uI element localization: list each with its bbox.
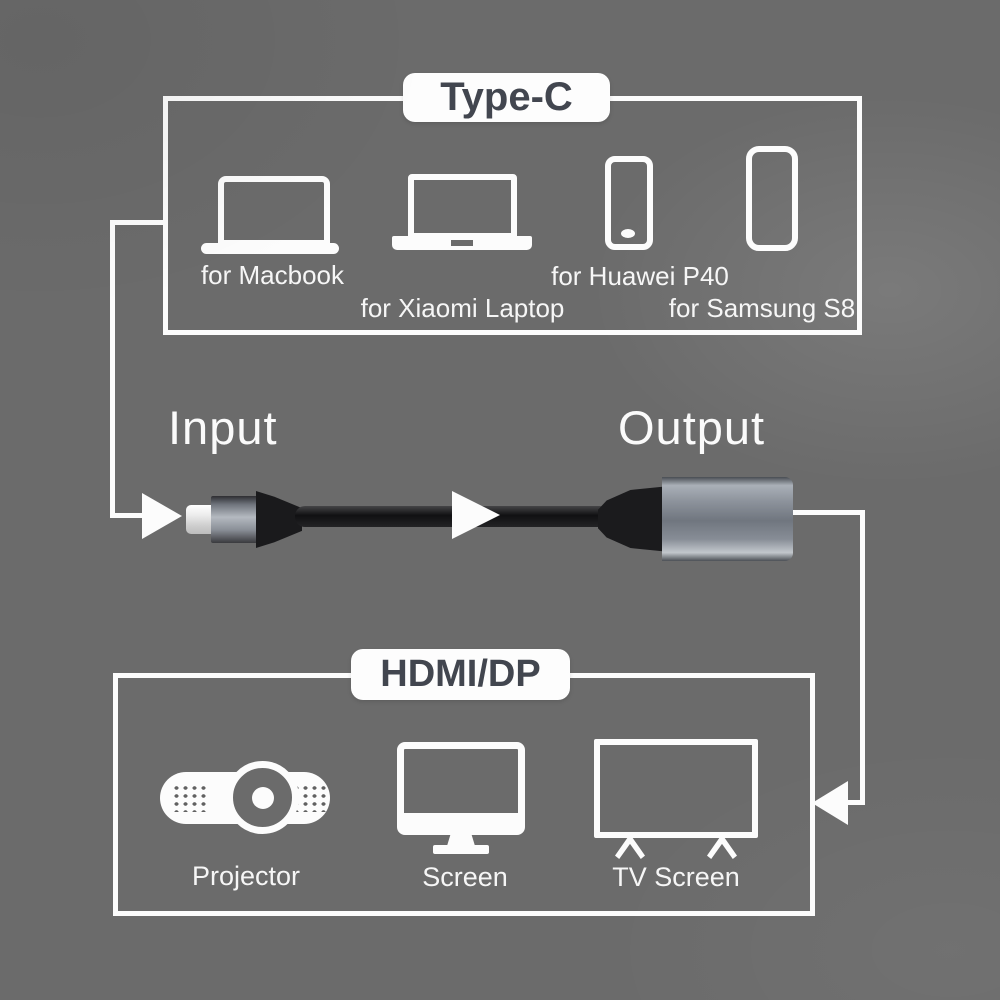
- type-c-group-title: Type-C: [403, 73, 610, 122]
- samsung-phone-icon: [746, 146, 798, 251]
- huawei-phone-icon: [605, 156, 653, 250]
- right-connector-line-bottom: [845, 800, 865, 805]
- xiaomi-laptop-trackpad: [451, 240, 473, 246]
- left-connector-line-top: [110, 220, 168, 225]
- device-label-projector: Projector: [191, 861, 301, 891]
- output-label: Output: [618, 401, 766, 454]
- projector-vent-left: [172, 784, 207, 812]
- xiaomi-laptop-base: [392, 236, 532, 250]
- hdmi-dp-group-title: HDMI/DP: [351, 649, 570, 700]
- output-arrow-icon: [812, 781, 848, 825]
- device-label-macbook: for Macbook: [200, 260, 345, 290]
- xiaomi-laptop-icon: [408, 174, 517, 239]
- right-connector-line-vertical: [860, 510, 865, 805]
- monitor-chin: [404, 813, 518, 829]
- device-label-tv: TV Screen: [612, 862, 740, 892]
- left-connector-line-bottom: [110, 513, 144, 518]
- tv-icon: [594, 739, 758, 838]
- usb-c-plug-tip: [186, 505, 213, 534]
- device-label-huawei: for Huawei P40: [551, 261, 729, 291]
- macbook-laptop-icon: [218, 176, 330, 246]
- device-label-screen: Screen: [422, 862, 508, 892]
- cable-direction-arrow-icon: [452, 491, 500, 539]
- monitor-stand-neck: [447, 833, 475, 846]
- huawei-phone-dot: [621, 229, 635, 238]
- monitor-stand-base: [433, 845, 489, 854]
- usb-c-plug-body: [211, 496, 258, 543]
- type-c-label: Type-C: [440, 75, 573, 119]
- left-connector-line-vertical: [110, 220, 115, 518]
- input-label: Input: [168, 401, 278, 454]
- monitor-icon: [397, 742, 525, 835]
- right-connector-line-top: [793, 510, 865, 515]
- projector-lens-center: [252, 787, 274, 809]
- device-label-xiaomi: for Xiaomi Laptop: [360, 293, 565, 323]
- device-label-samsung: for Samsung S8: [668, 293, 856, 323]
- hdmi-dp-label: HDMI/DP: [380, 653, 541, 695]
- hdmi-dp-socket-housing: [662, 477, 793, 561]
- input-arrow-icon: [142, 493, 182, 539]
- hdmi-strain-relief: [598, 486, 670, 552]
- macbook-laptop-base: [201, 243, 339, 254]
